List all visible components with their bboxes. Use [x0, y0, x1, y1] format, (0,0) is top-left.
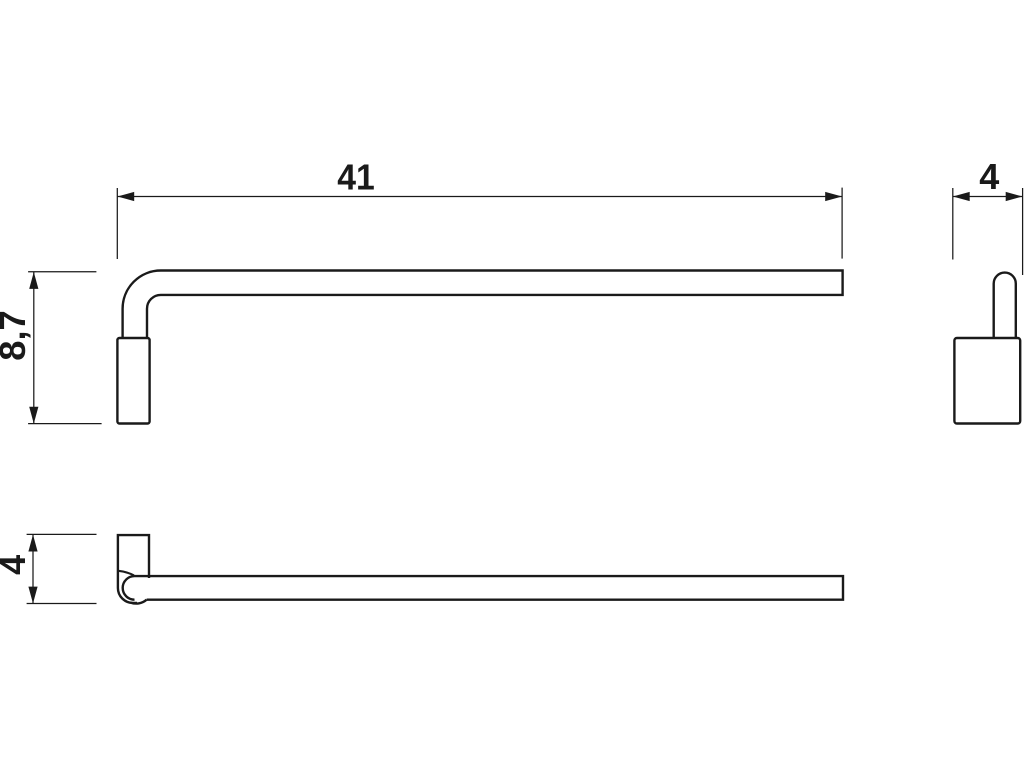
svg-text:4: 4: [979, 156, 999, 197]
svg-text:8,7: 8,7: [0, 310, 33, 361]
svg-text:4: 4: [0, 555, 33, 575]
svg-text:41: 41: [337, 156, 375, 197]
